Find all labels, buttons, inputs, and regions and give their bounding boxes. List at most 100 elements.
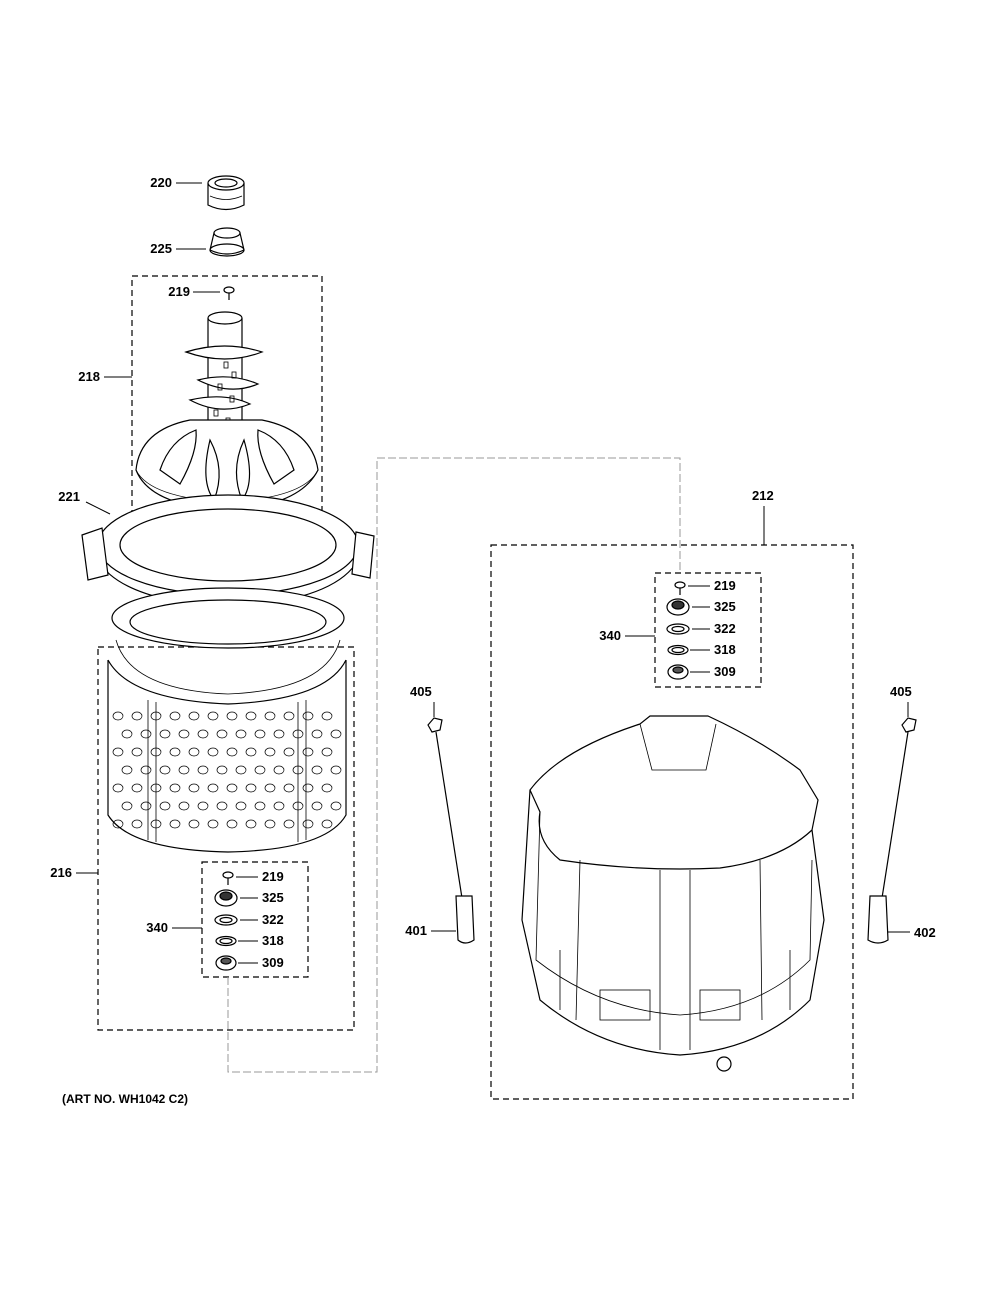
part-218-impeller xyxy=(135,311,319,511)
basket-perforation xyxy=(150,819,162,829)
basket-perforation xyxy=(216,765,228,775)
basket-perforation xyxy=(216,801,228,811)
callout-221: 221 xyxy=(58,489,80,504)
basket-perforation xyxy=(311,765,323,775)
box-212 xyxy=(490,544,854,1100)
basket-perforation xyxy=(302,711,314,721)
part-220-cap xyxy=(207,175,245,211)
basket-perforation xyxy=(121,729,133,739)
basket-perforation xyxy=(159,765,171,775)
basket-perforation xyxy=(245,783,257,793)
basket-perforation xyxy=(264,819,276,829)
basket-perforation xyxy=(178,801,190,811)
basket-perforation xyxy=(254,729,266,739)
basket-perforation xyxy=(169,747,181,757)
callout-325-right: 325 xyxy=(714,599,736,614)
basket-perforation xyxy=(169,819,181,829)
basket-perforation xyxy=(264,783,276,793)
callout-340-right: 340 xyxy=(599,628,621,643)
basket-perforation xyxy=(283,819,295,829)
basket-perforation xyxy=(245,711,257,721)
basket-perforation xyxy=(169,711,181,721)
connector-path xyxy=(227,457,681,1073)
callout-219-right: 219 xyxy=(714,578,736,593)
basket-perforation xyxy=(273,801,285,811)
part-216-basket xyxy=(107,587,347,853)
basket-perforation xyxy=(188,819,200,829)
basket-perforation xyxy=(207,819,219,829)
basket-perforation xyxy=(321,819,333,829)
basket-perforation xyxy=(264,711,276,721)
callout-212: 212 xyxy=(752,488,774,503)
basket-perforation xyxy=(226,711,238,721)
callout-216: 216 xyxy=(50,865,72,880)
basket-perforation xyxy=(226,747,238,757)
basket-perforation xyxy=(292,729,304,739)
basket-perforation xyxy=(283,747,295,757)
basket-perforation xyxy=(321,783,333,793)
basket-perforation xyxy=(197,765,209,775)
suspension-rod-402 xyxy=(867,717,917,944)
callout-219-left: 219 xyxy=(262,869,284,884)
basket-perforation xyxy=(226,783,238,793)
part-212-tub xyxy=(521,715,825,1072)
callout-322-left: 322 xyxy=(262,912,284,927)
basket-perforation xyxy=(207,711,219,721)
basket-perforation xyxy=(302,783,314,793)
callout-405-left: 405 xyxy=(410,684,432,699)
callout-405-right: 405 xyxy=(890,684,912,699)
basket-perforation xyxy=(273,765,285,775)
callout-309-left: 309 xyxy=(262,955,284,970)
basket-perforation xyxy=(216,729,228,739)
basket-perforation xyxy=(302,819,314,829)
suspension-rod-401 xyxy=(427,717,475,944)
callout-309-right: 309 xyxy=(714,664,736,679)
basket-perforation xyxy=(283,711,295,721)
basket-perforation xyxy=(330,729,342,739)
basket-perforation xyxy=(264,747,276,757)
art-number-caption: (ART NO. WH1042 C2) xyxy=(62,1092,189,1106)
basket-perforation xyxy=(197,801,209,811)
basket-perforation xyxy=(159,801,171,811)
basket-perforation xyxy=(311,729,323,739)
callout-225: 225 xyxy=(150,241,172,256)
callout-322-right: 322 xyxy=(714,621,736,636)
basket-perforation xyxy=(178,765,190,775)
basket-perforation xyxy=(112,747,124,757)
callout-325-left: 325 xyxy=(262,890,284,905)
basket-perforation xyxy=(131,783,143,793)
basket-perforation xyxy=(188,711,200,721)
callout-219-top: 219 xyxy=(168,284,190,299)
basket-perforation xyxy=(169,783,181,793)
box-340-left xyxy=(201,861,309,978)
basket-perforation xyxy=(321,747,333,757)
basket-perforation xyxy=(254,801,266,811)
callout-220: 220 xyxy=(150,175,172,190)
kit-340-left xyxy=(214,871,238,971)
basket-perforation xyxy=(330,765,342,775)
basket-perforation xyxy=(235,729,247,739)
basket-perforation xyxy=(254,765,266,775)
callout-402: 402 xyxy=(914,925,936,940)
basket-perforation xyxy=(235,765,247,775)
part-225-bushing xyxy=(209,227,245,257)
basket-perforation xyxy=(140,801,152,811)
callout-318-left: 318 xyxy=(262,933,284,948)
basket-perforation xyxy=(131,711,143,721)
basket-perforation xyxy=(188,783,200,793)
callout-318-right: 318 xyxy=(714,642,736,657)
basket-perforation xyxy=(235,801,247,811)
basket-perforation xyxy=(159,729,171,739)
basket-perforation xyxy=(311,801,323,811)
callout-218: 218 xyxy=(78,369,100,384)
kit-340-right xyxy=(666,581,690,680)
basket-perforation xyxy=(292,765,304,775)
basket-perforation xyxy=(140,729,152,739)
basket-perforation xyxy=(121,801,133,811)
basket-perforation xyxy=(207,783,219,793)
basket-perforation xyxy=(245,747,257,757)
basket-perforation xyxy=(131,819,143,829)
basket-perforation xyxy=(321,711,333,721)
basket-perforation xyxy=(150,783,162,793)
